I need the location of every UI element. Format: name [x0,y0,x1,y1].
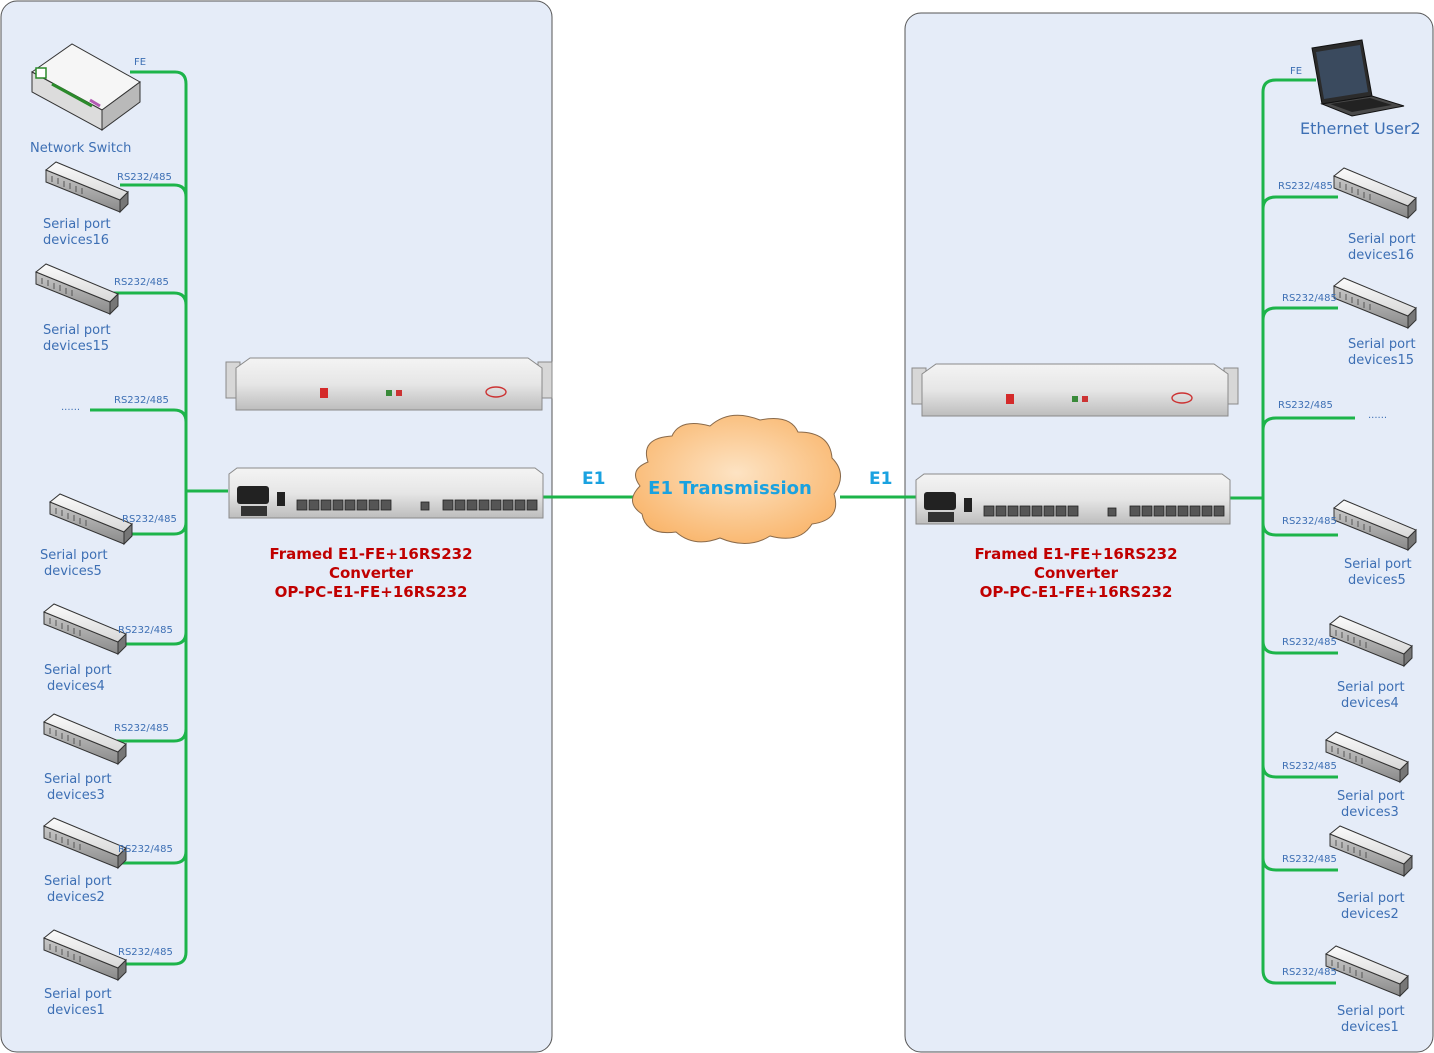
port-label: RS232/485 [1282,854,1337,865]
port-label: RS232/485 [1282,516,1337,527]
ellipsis-label: ...... [1368,410,1387,421]
device-label: devices4 [47,679,105,694]
port-label: RS232/485 [1278,400,1333,411]
device-label: devices1 [47,1003,105,1018]
device-label: Serial port [40,548,108,563]
device-label: devices15 [1348,353,1414,368]
converter-model: OP-PC-E1-FE+16RS232 [980,583,1173,601]
converter-type: Converter [329,564,414,582]
port-label: RS232/485 [1278,181,1333,192]
device-label: Serial port [44,874,112,889]
right-panel [904,12,1434,1053]
left-bus-lines [90,70,636,966]
device-label: devices3 [47,788,105,803]
port-label: RS232/485 [114,395,169,406]
user-port-label: FE [1290,66,1302,77]
device-label: Serial port [44,663,112,678]
user-label: Ethernet User2 [1300,119,1421,138]
device-label: Serial port [43,217,111,232]
device-label: Serial port [1337,1004,1405,1019]
device-label: Serial port [44,987,112,1002]
device-label: Serial port [44,772,112,787]
device-label: devices5 [1348,573,1406,588]
network-switch-icon [31,43,141,131]
rack-unit-rear-icon [915,473,1231,525]
cloud-label: E1 Transmission [648,478,812,499]
converter-name: Framed E1-FE+16RS232 [974,545,1177,563]
device-label: Serial port [1344,557,1412,572]
cloud-icon [632,414,841,544]
port-label: RS232/485 [118,947,173,958]
device-label: devices3 [1341,805,1399,820]
e1-label-left: E1 [582,469,605,489]
device-label: devices1 [1341,1020,1399,1035]
port-label: RS232/485 [118,625,173,636]
device-label: Serial port [1348,232,1416,247]
rack-unit-front-icon [911,363,1239,417]
device-label: devices4 [1341,696,1399,711]
ellipsis-label: ...... [61,402,80,413]
device-label: Serial port [1348,337,1416,352]
switch-port-label: FE [134,57,146,68]
port-label: RS232/485 [117,172,172,183]
converter-name: Framed E1-FE+16RS232 [269,545,472,563]
port-label: RS232/485 [1282,761,1337,772]
device-label: devices16 [43,233,109,248]
converter-model: OP-PC-E1-FE+16RS232 [275,583,468,601]
laptop-icon [1311,39,1405,117]
right-bus-lines [840,78,1355,985]
port-label: RS232/485 [1282,637,1337,648]
device-label: Serial port [1337,680,1405,695]
port-label: RS232/485 [1282,967,1337,978]
device-label: devices2 [1341,907,1399,922]
rack-unit-front-icon [225,357,553,411]
port-label: RS232/485 [1282,293,1337,304]
port-label: RS232/485 [114,723,169,734]
device-label: devices15 [43,339,109,354]
device-label: Serial port [1337,789,1405,804]
device-label: devices2 [47,890,105,905]
port-label: RS232/485 [114,277,169,288]
port-label: RS232/485 [118,844,173,855]
left-panel [0,0,553,1053]
port-label: RS232/485 [122,514,177,525]
e1-label-right: E1 [869,469,892,489]
device-label: devices16 [1348,248,1414,263]
device-label: Serial port [43,323,111,338]
device-label: devices5 [44,564,102,579]
converter-type: Converter [1034,564,1119,582]
rack-unit-rear-icon [228,467,544,519]
device-label: Serial port [1337,891,1405,906]
switch-label: Network Switch [30,141,131,156]
